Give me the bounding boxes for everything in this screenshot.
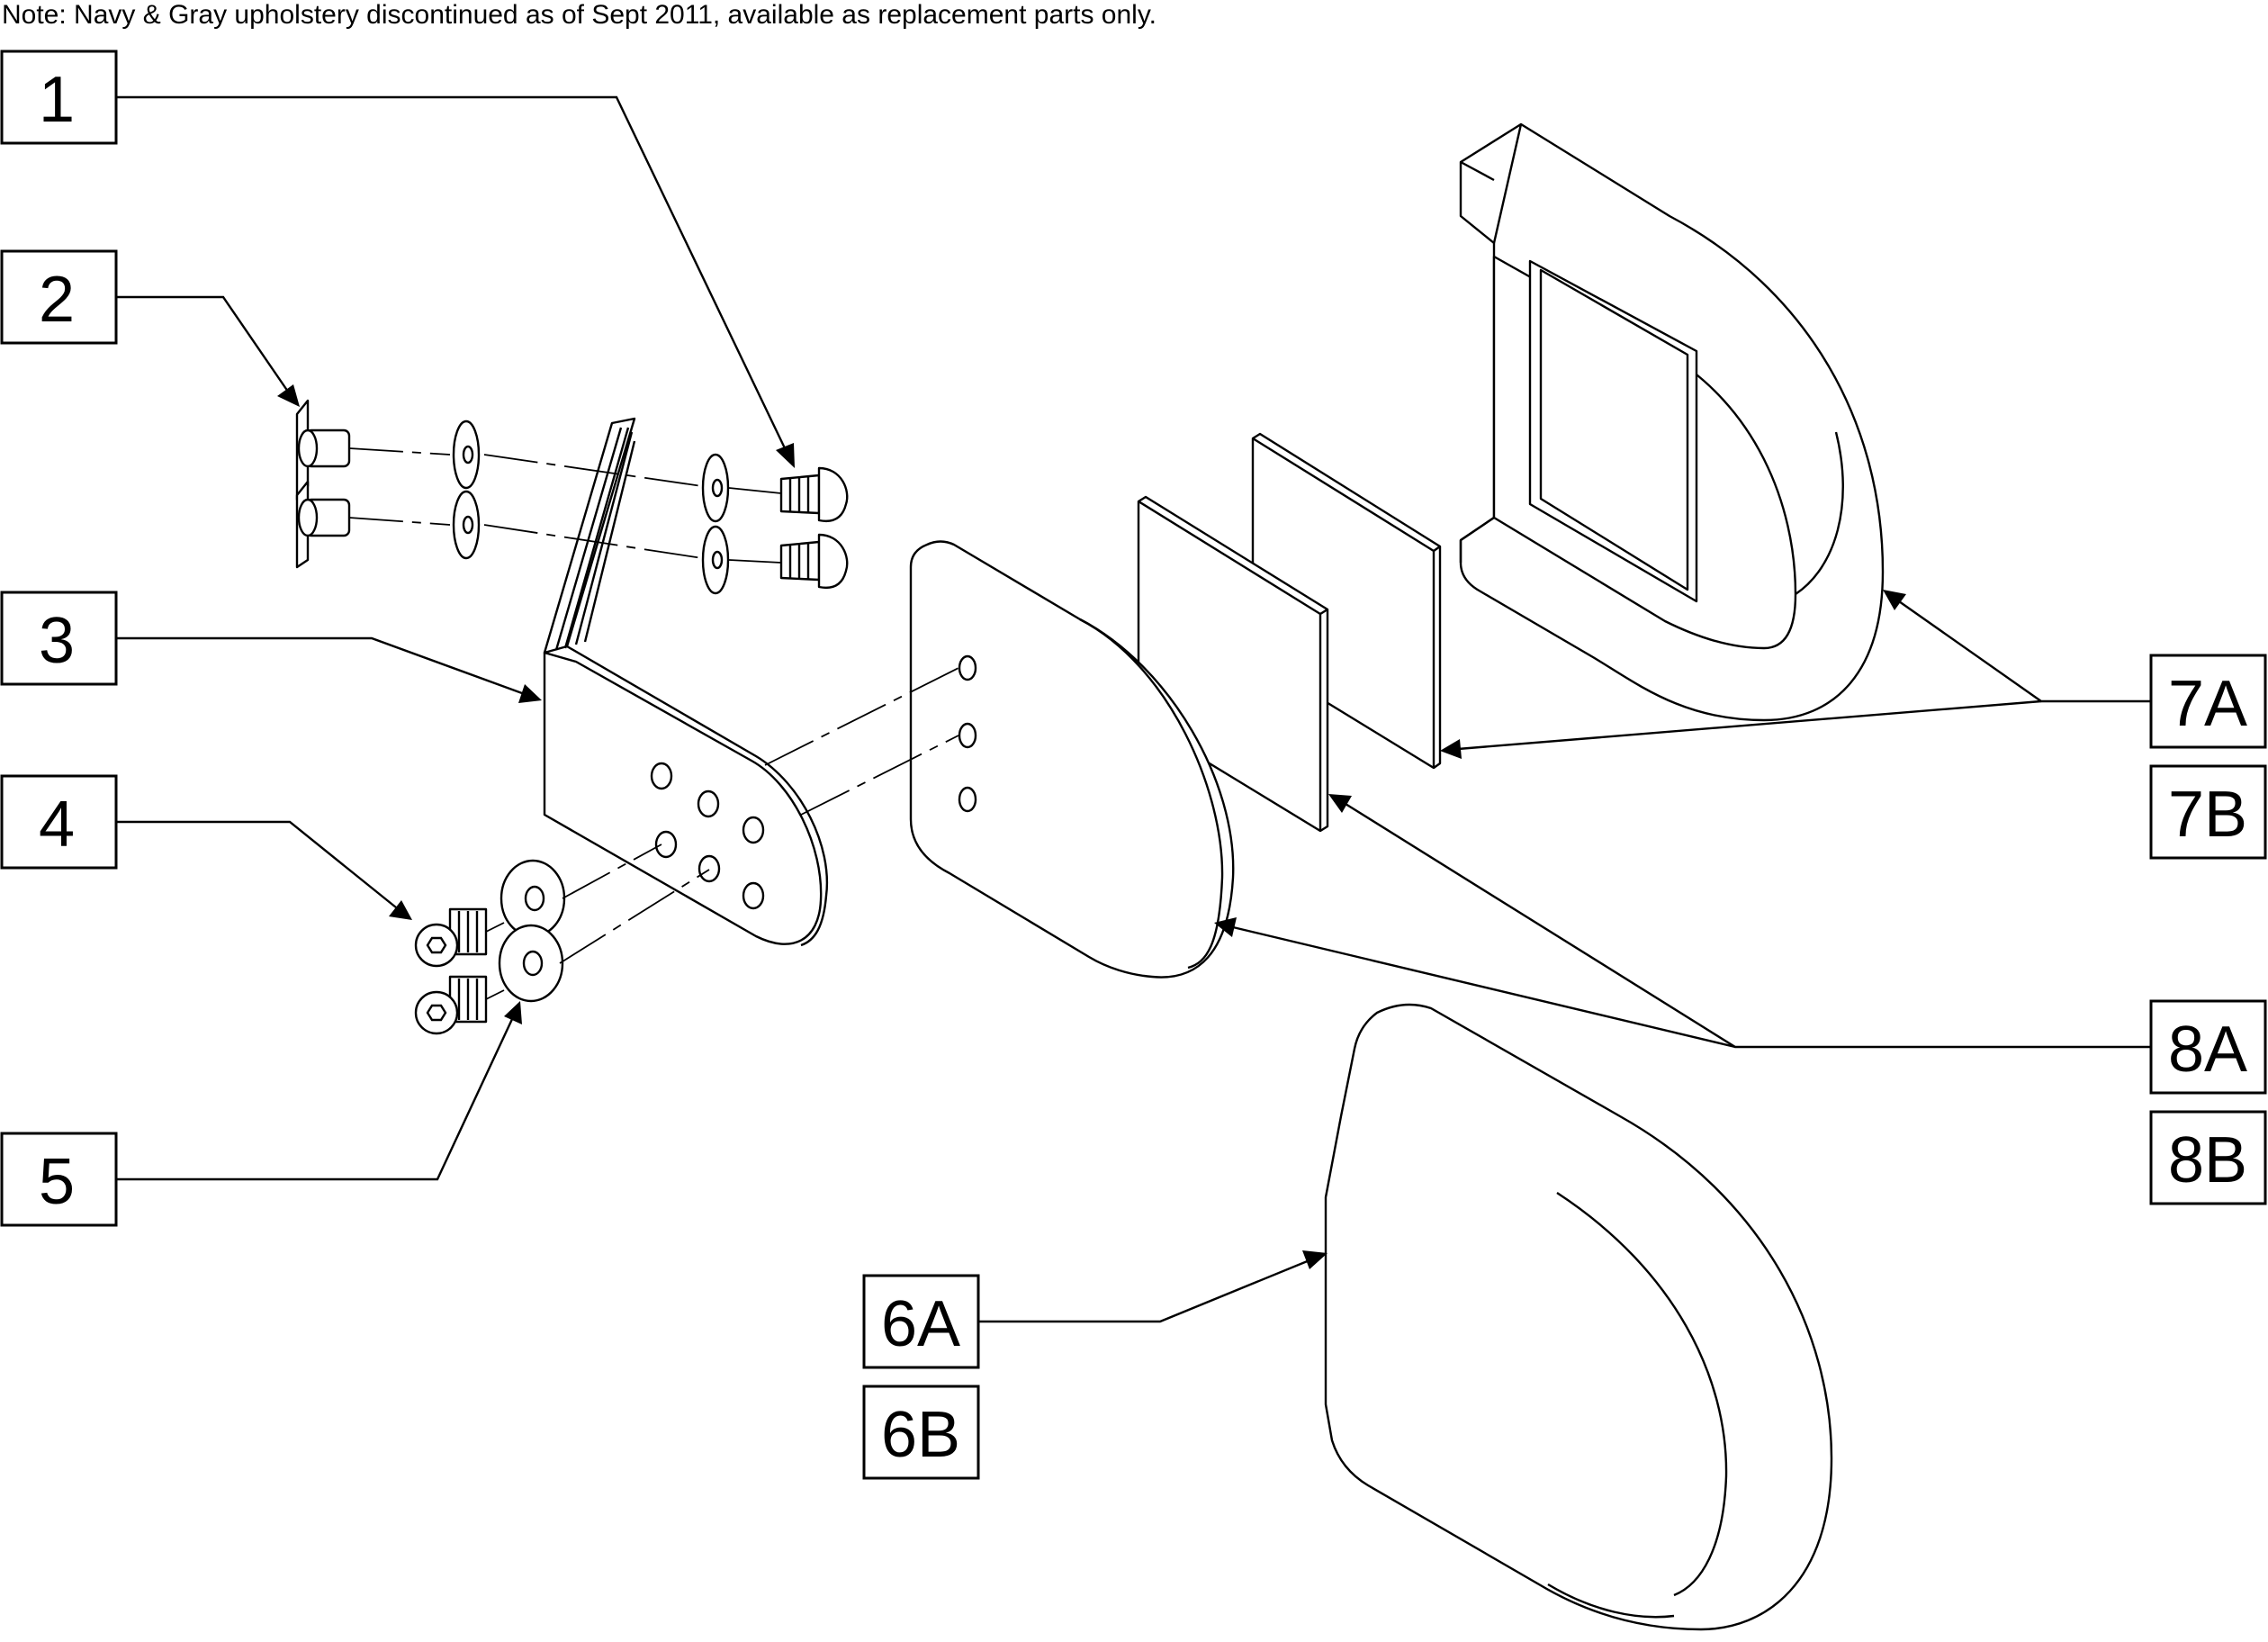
part-5-washers: [498, 859, 566, 1003]
callout-6a[interactable]: 6A: [862, 1274, 980, 1369]
callout-1-label: 1: [39, 64, 75, 136]
callout-8a[interactable]: 8A: [2149, 999, 2267, 1095]
callout-1[interactable]: 1: [0, 50, 118, 145]
callout-6b[interactable]: 6B: [862, 1385, 980, 1480]
callout-8b-label: 8B: [2168, 1124, 2247, 1196]
callout-3-label: 3: [39, 605, 75, 677]
part-1-screws: [779, 466, 849, 590]
callout-4[interactable]: 4: [0, 774, 118, 870]
callout-2[interactable]: 2: [0, 249, 118, 345]
washers-upper-right: [701, 453, 730, 595]
callout-5[interactable]: 5: [0, 1132, 118, 1227]
callout-5-label: 5: [39, 1146, 75, 1218]
callout-4-label: 4: [39, 789, 75, 861]
part-7-cushion-frame: [1459, 122, 1885, 722]
callout-7b-label: 7B: [2168, 779, 2247, 851]
part-2-barrel-nuts: [295, 399, 351, 569]
callout-7a[interactable]: 7A: [2149, 654, 2267, 749]
callout-6b-label: 6B: [881, 1399, 960, 1471]
part-6-cushion: [1324, 1003, 1833, 1631]
callout-3[interactable]: 3: [0, 591, 118, 686]
part-8-back-plate: [909, 540, 1235, 979]
parts-note: Note: Navy & Gray upholstery discontinue…: [2, 0, 1156, 30]
callout-7a-label: 7A: [2168, 668, 2247, 740]
callout-8a-label: 8A: [2168, 1014, 2247, 1086]
part-3-bracket: [543, 417, 829, 947]
callout-2-label: 2: [39, 264, 75, 336]
washers-upper-left: [452, 420, 481, 560]
callout-8b[interactable]: 8B: [2149, 1110, 2267, 1205]
callout-7b[interactable]: 7B: [2149, 764, 2267, 860]
part-4-screws: [414, 907, 488, 1035]
assembly-centerlines: [348, 447, 959, 1000]
leader-lines: [116, 95, 2151, 1323]
callout-6a-label: 6A: [881, 1288, 960, 1360]
